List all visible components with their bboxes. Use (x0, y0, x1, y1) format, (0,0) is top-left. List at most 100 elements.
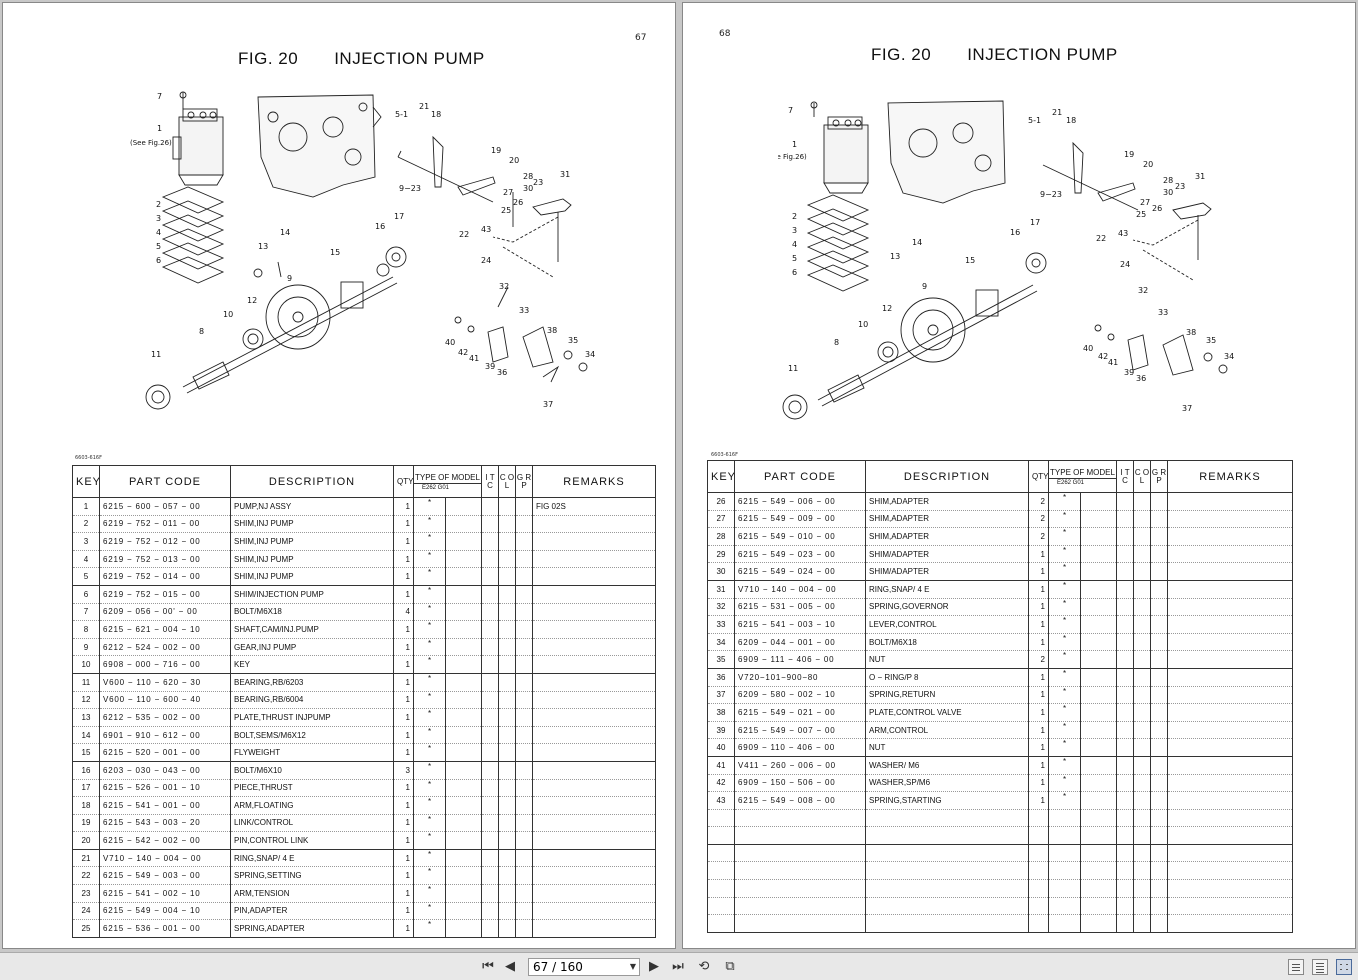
description-cell: RING,SNAP/ 4 E (230, 849, 394, 868)
svg-text:25: 25 (1136, 210, 1146, 219)
svg-text:38: 38 (1186, 328, 1196, 337)
table-code: 6603-616F (75, 455, 102, 461)
part-code-cell: 6215 − 536 − 001 − 00 (99, 919, 231, 938)
col-cell (498, 726, 516, 745)
part-code-cell: 6209 − 044 − 001 − 00 (734, 633, 866, 652)
model-empty-cell (1080, 633, 1117, 652)
col-cell (498, 532, 516, 551)
svg-text:36: 36 (1136, 374, 1146, 383)
qty-cell: 1 (393, 814, 414, 833)
parts-table: KEY PART CODE DESCRIPTION QTY TYPE OF MO… (72, 465, 656, 938)
remarks-cell (532, 515, 656, 534)
part-code-cell: 6215 − 549 − 006 − 00 (734, 492, 866, 511)
key-cell: 14 (72, 726, 100, 745)
grp-cell (515, 884, 533, 903)
qty-cell: 1 (1028, 562, 1049, 581)
col-cell (498, 866, 516, 886)
col-cell (1133, 791, 1151, 810)
model-mark-cell: * (1048, 633, 1081, 652)
key-cell: 2 (72, 515, 100, 534)
description-cell: ARM,TENSION (230, 884, 394, 903)
part-code-cell: 6909 − 110 − 406 − 00 (734, 738, 866, 757)
part-code-cell: V710 − 140 − 004 − 00 (734, 580, 866, 599)
description-cell: LEVER,CONTROL (865, 615, 1029, 634)
single-page-view-icon[interactable] (1288, 959, 1304, 975)
key-cell: 11 (72, 673, 100, 692)
itc-cell (1116, 686, 1134, 705)
itc-cell (481, 884, 499, 903)
col-cell (1133, 861, 1151, 881)
first-page-icon[interactable]: ⏮ (482, 959, 494, 974)
fit-icon[interactable]: ⧉ (725, 959, 735, 974)
grp-cell (515, 567, 533, 586)
last-page-icon[interactable]: ⏭ (672, 959, 684, 974)
svg-text:2: 2 (792, 212, 797, 221)
continuous-view-icon[interactable] (1312, 959, 1328, 975)
remarks-cell (532, 902, 656, 921)
type-of-model-label: TYPE OF MODEL (414, 472, 481, 484)
model-mark-cell: * (1048, 668, 1081, 687)
chevron-down-icon[interactable]: ▼ (629, 962, 636, 971)
svg-text:5: 5 (156, 242, 161, 251)
col-cell (1133, 897, 1151, 916)
col-cell (498, 515, 516, 534)
itc-cell (1116, 861, 1134, 881)
model-mark-cell (1048, 826, 1081, 845)
part-code-cell: 6219 − 752 − 015 − 00 (99, 585, 231, 604)
qty-cell: 2 (1028, 527, 1049, 546)
itc-cell (1116, 633, 1134, 652)
model-sub-label: E262 G01 (422, 484, 450, 491)
prev-page-icon[interactable]: ◀ (505, 959, 515, 974)
itc-cell (1116, 774, 1134, 793)
description-cell: PLATE,THRUST INJPUMP (230, 708, 394, 727)
itc-cell (1116, 791, 1134, 810)
svg-text:3: 3 (156, 214, 161, 223)
svg-text:35: 35 (1206, 336, 1216, 345)
remarks-cell (532, 532, 656, 551)
qty-cell: 2 (1028, 650, 1049, 669)
col-cell (1133, 527, 1151, 546)
type-of-model-label: TYPE OF MODEL (1049, 467, 1116, 479)
remarks-cell (1167, 615, 1293, 634)
rotate-icon[interactable]: ⟲ (698, 959, 710, 974)
description-cell: ARM,CONTROL (865, 721, 1029, 740)
itc-cell (1116, 668, 1134, 687)
qty-cell (1028, 914, 1049, 933)
parts-table: KEY PART CODE DESCRIPTION QTY TYPE OF MO… (707, 460, 1293, 933)
grp-cell (1150, 545, 1168, 564)
model-empty-cell (1080, 510, 1117, 529)
col-cell (1133, 580, 1151, 599)
qty-cell: 1 (393, 849, 414, 868)
grp-cell (1150, 826, 1168, 845)
key-cell: 42 (707, 774, 735, 793)
svg-text:14: 14 (912, 238, 922, 247)
remarks-cell (532, 567, 656, 586)
page-number-input[interactable]: 67 / 160 ▼ (528, 958, 640, 976)
key-cell: 19 (72, 814, 100, 833)
qty-cell: 1 (393, 726, 414, 745)
col-cell (1133, 615, 1151, 634)
page-number: 67 (635, 33, 647, 43)
model-empty-cell (1080, 756, 1117, 775)
model-empty-cell (1080, 879, 1117, 898)
svg-text:9−23: 9−23 (399, 184, 421, 193)
model-mark-cell (1048, 897, 1081, 916)
itc-cell (1116, 580, 1134, 599)
part-code-cell (734, 861, 866, 881)
svg-text:40: 40 (1083, 344, 1093, 353)
qty-cell: 1 (393, 532, 414, 551)
itc-cell (481, 691, 499, 710)
itc-cell (481, 655, 499, 674)
itc-cell (1116, 510, 1134, 529)
next-page-icon[interactable]: ▶ (649, 959, 659, 974)
two-page-view-icon[interactable] (1336, 959, 1352, 975)
itc-cell (481, 550, 499, 569)
model-empty-cell (445, 849, 482, 868)
